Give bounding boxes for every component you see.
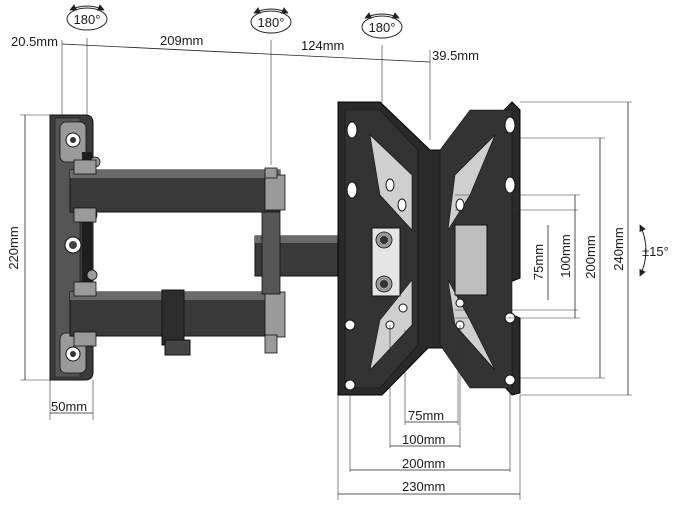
dim-plate-width: 230mm [402, 479, 445, 494]
dim-arm-offset: 20.5mm [11, 34, 58, 49]
right-dimensions: 75mm 100mm 200mm 240mm ±15° [455, 101, 669, 396]
dim-plate-depth: 39.5mm [432, 48, 479, 63]
dim-arm-second: 124mm [301, 38, 344, 53]
dim-vesa-100-h: 100mm [402, 432, 445, 447]
dim-plate-height: 240mm [611, 227, 626, 270]
dim-vesa-100-v: 100mm [558, 234, 573, 277]
dim-vesa-75-v: 75mm [531, 244, 546, 280]
rotation-label: 180° [258, 15, 285, 30]
dim-wall-height: 220mm [6, 226, 21, 269]
dim-vesa-75-h: 75mm [408, 408, 444, 423]
tilt-label: ±15° [642, 244, 669, 259]
upper-arm [69, 159, 286, 223]
rotation-label: 180° [74, 12, 101, 27]
vesa-plate [337, 101, 521, 396]
dim-arm-length: 209mm [160, 33, 203, 48]
rotation-badge-plate: 180° [361, 12, 403, 39]
top-dimensions: 20.5mm 209mm 124mm 39.5mm [11, 33, 479, 165]
dim-vesa-200-v: 200mm [583, 235, 598, 278]
rotation-badge-wall: 180° [66, 4, 108, 31]
dim-wall-width: 50mm [51, 399, 87, 414]
tilt-indicator: ±15° [639, 224, 669, 277]
bottom-dimensions: 75mm 100mm 200mm 230mm [337, 325, 521, 500]
lower-arm [69, 281, 286, 356]
rotation-badge-mid: 180° [250, 7, 292, 34]
wall-height-dim: 220mm [6, 114, 50, 381]
wall-width-dim: 50mm [49, 380, 94, 420]
rotation-label: 180° [369, 20, 396, 35]
dim-vesa-200-h: 200mm [402, 456, 445, 471]
